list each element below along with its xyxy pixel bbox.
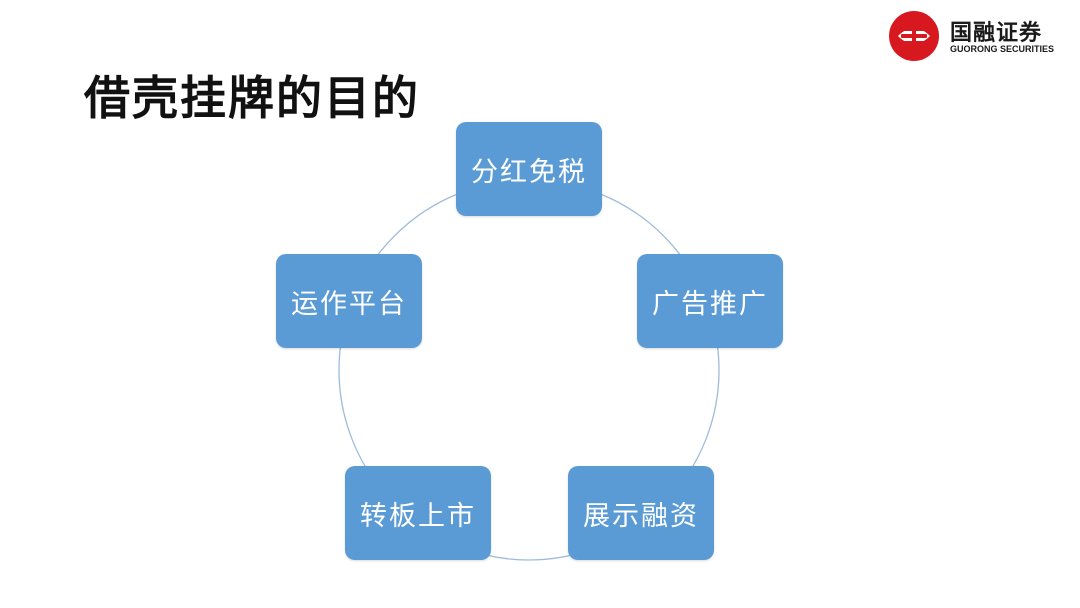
slide-title: 借壳挂牌的目的 — [84, 71, 420, 125]
logo-name-cn: 国融证券 — [950, 21, 1043, 46]
guorong-logo-icon — [889, 11, 939, 61]
cycle-node-dividend-tax-exemption: 分红免税 — [456, 122, 602, 216]
cycle-node-board-transfer-listing: 转板上市 — [345, 466, 491, 560]
cycle-node-showcase-financing: 展示融资 — [568, 466, 714, 560]
company-logo: 国融证券 GUORONG SECURITIES — [888, 10, 1068, 62]
logo-name-en: GUORONG SECURITIES — [950, 44, 1055, 54]
cycle-node-operating-platform: 运作平台 — [276, 254, 422, 348]
cycle-node-advertising-promotion: 广告推广 — [637, 254, 783, 348]
